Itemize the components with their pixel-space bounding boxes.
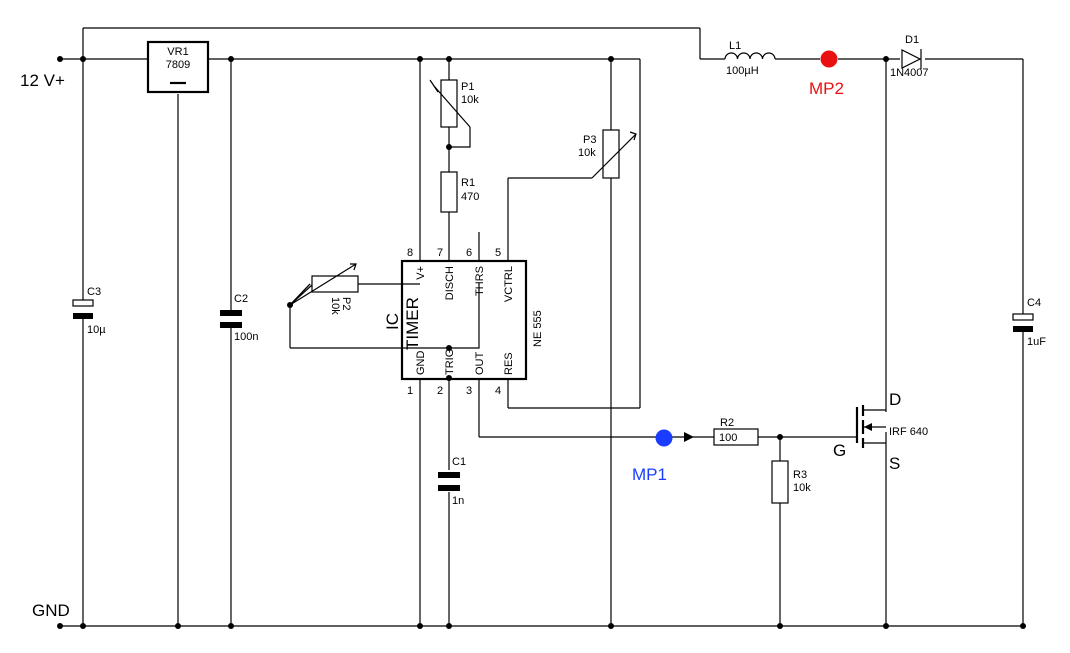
c4-ref: C4: [1027, 297, 1041, 309]
mp2-label: MP2: [809, 79, 844, 98]
q1-drain-label: D: [889, 390, 901, 409]
d1-ref: D1: [905, 34, 919, 46]
r1-value: 470: [461, 191, 479, 203]
mp2-dot[interactable]: [820, 50, 838, 68]
pin-name-vplus: V+: [415, 266, 427, 280]
r2-value: 100: [719, 432, 737, 444]
r3-ref: R3: [793, 469, 807, 481]
junction-dots: [57, 56, 1026, 629]
p3-ref: P3: [583, 134, 596, 146]
pin-num-8: 8: [407, 247, 413, 259]
p2-value: 10k: [329, 297, 341, 315]
q1-source-label: S: [889, 454, 900, 473]
resistor-r2: R2 100: [684, 417, 759, 446]
ic-type: TIMER: [403, 297, 422, 350]
pin-name-gnd: GND: [415, 351, 427, 376]
ic-ref: IC: [383, 313, 402, 330]
d1-value: 1N4007: [890, 67, 929, 79]
potentiometer-p2: P2 10k: [289, 263, 420, 315]
mp1-dot[interactable]: [655, 429, 673, 447]
wires: [60, 27, 1024, 627]
p1-value: 10k: [461, 94, 479, 106]
pin-name-res: RES: [503, 352, 515, 375]
q1-value: IRF 640: [889, 426, 928, 438]
q1-gate-label: G: [833, 441, 846, 460]
l1-value: 100µH: [726, 65, 759, 77]
potentiometer-p1: P1 10k: [429, 79, 479, 148]
measure-point-mp1[interactable]: MP1: [632, 429, 673, 485]
resistor-r1: R1 470: [440, 171, 479, 213]
pin-name-disch: DISCH: [444, 266, 456, 300]
p1-ref: P1: [461, 81, 474, 93]
ground-rail-label: GND: [32, 601, 70, 620]
capacitor-c3: C3 10µ: [72, 286, 106, 336]
pin-name-vctrl: VCTRL: [503, 266, 515, 302]
vr1-ref: VR1: [167, 46, 188, 58]
r2-ref: R2: [720, 417, 734, 429]
vr1-value: 7809: [166, 59, 190, 71]
c1-value: 1n: [452, 495, 464, 507]
c2-ref: C2: [234, 293, 248, 305]
supply-rail-label: 12 V+: [20, 71, 65, 90]
p2-ref: P2: [340, 297, 352, 310]
pin-num-1: 1: [407, 385, 413, 397]
ic-part: NE 555: [532, 310, 544, 347]
c2-value: 100n: [234, 331, 258, 343]
capacitor-c4: C4 1uF: [1012, 297, 1046, 348]
capacitor-c1: C1 1n: [438, 456, 466, 507]
pin-num-6: 6: [466, 247, 472, 259]
r3-value: 10k: [793, 482, 811, 494]
l1-ref: L1: [729, 40, 741, 52]
pin-num-7: 7: [437, 247, 443, 259]
regulator-vr1: VR1 7809: [146, 40, 210, 94]
p3-value: 10k: [578, 147, 596, 159]
c3-ref: C3: [87, 286, 101, 298]
pin-num-5: 5: [495, 247, 501, 259]
c4-value: 1uF: [1027, 336, 1046, 348]
c3-value: 10µ: [87, 324, 106, 336]
resistor-r3: R3 10k: [771, 460, 811, 504]
inductor-l1: L1 100µH: [724, 40, 776, 77]
pin-num-4: 4: [495, 385, 501, 397]
potentiometer-p3: P3 10k: [578, 129, 637, 179]
capacitor-c2: C2 100n: [220, 293, 258, 343]
pin-name-thrs: THRS: [474, 266, 486, 296]
measure-point-mp2[interactable]: MP2: [809, 50, 844, 99]
diode-d1: D1 1N4007: [890, 34, 929, 79]
pin-name-trig: TRIG: [444, 349, 456, 375]
pin-num-3: 3: [466, 385, 472, 397]
c1-ref: C1: [452, 456, 466, 468]
pin-num-2: 2: [437, 385, 443, 397]
pin-name-out: OUT: [474, 352, 486, 376]
mp1-label: MP1: [632, 465, 667, 484]
mosfet-irf640: IRF 640 D G S: [833, 390, 928, 473]
ic-555: 8 7 6 5 1 2 3 4 V+ DISCH THRS VCTRL GND …: [383, 247, 544, 397]
r1-ref: R1: [461, 177, 475, 189]
